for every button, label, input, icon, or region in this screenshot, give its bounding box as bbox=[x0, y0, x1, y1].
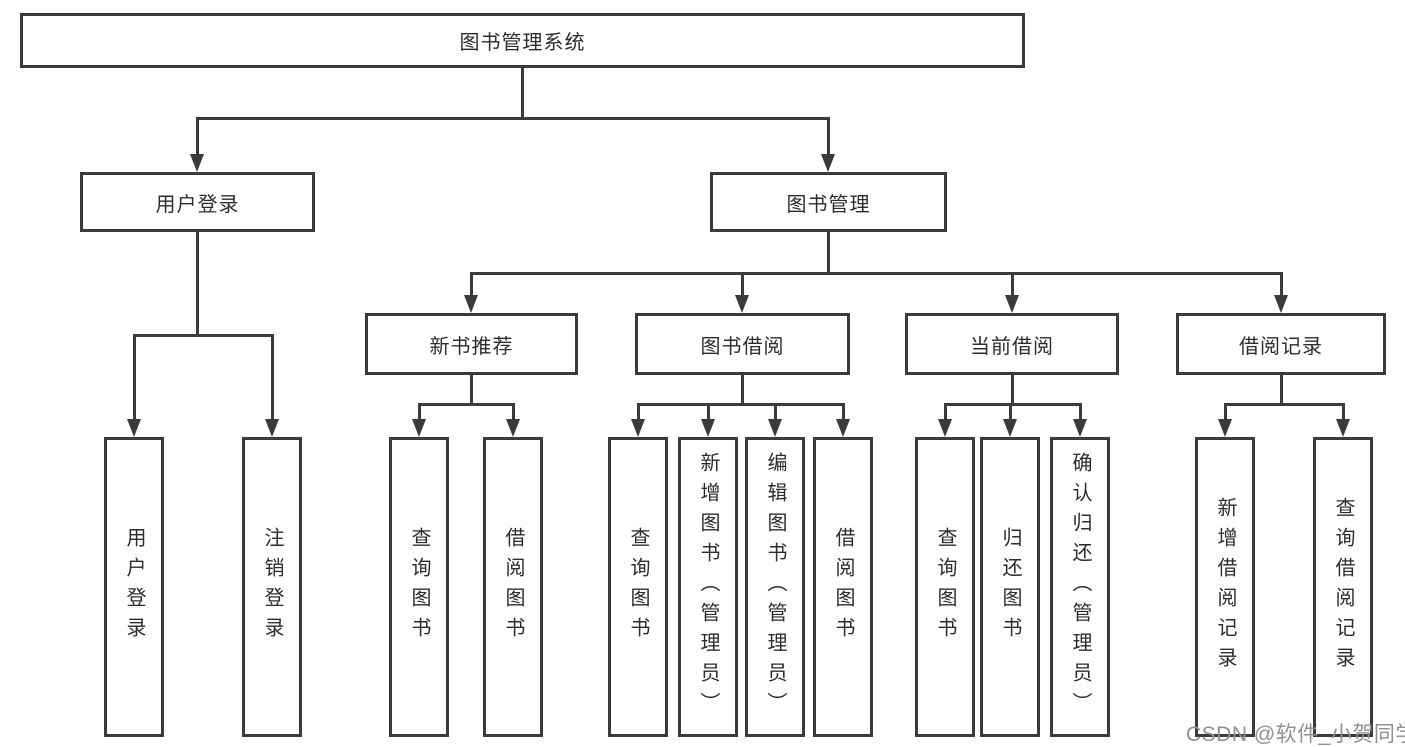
leaf-query-borrow-record: 查询借阅记录 bbox=[1313, 437, 1373, 737]
connector-leaf bbox=[1079, 403, 1082, 419]
arrowhead-down bbox=[127, 419, 141, 437]
connector-leaf bbox=[1224, 403, 1227, 419]
connector-borrowing-stub bbox=[741, 375, 744, 406]
arrowhead-down bbox=[701, 419, 715, 437]
node-book-borrowing: 图书借阅 bbox=[635, 313, 850, 375]
leaf-confirm-return-admin: 确认归还（管理员） bbox=[1050, 437, 1110, 737]
node-user-login: 用户登录 bbox=[80, 172, 315, 232]
connector-leaf bbox=[637, 403, 640, 419]
arrowhead-down bbox=[1274, 295, 1288, 313]
connector-leaf bbox=[418, 403, 421, 419]
arrowhead-down bbox=[735, 295, 749, 313]
leaf-query-books-1: 查询图书 bbox=[389, 437, 449, 737]
connector-leaf bbox=[944, 403, 947, 419]
node-label: 用户登录 bbox=[155, 193, 240, 216]
connector-book-management-stub bbox=[827, 232, 830, 273]
connector-to-book-borrowing bbox=[741, 272, 744, 295]
node-label: 图书管理 bbox=[786, 193, 871, 216]
connector-root-stub bbox=[521, 68, 524, 118]
arrowhead-down bbox=[265, 419, 279, 437]
connector-to-current-borrowing bbox=[1011, 272, 1014, 295]
node-label: 借阅图书 bbox=[832, 527, 854, 647]
arrowhead-down bbox=[938, 419, 952, 437]
node-label: 查询图书 bbox=[627, 527, 649, 647]
leaf-borrow-books-2: 借阅图书 bbox=[813, 437, 873, 737]
connector-recommendation-stub bbox=[470, 375, 473, 406]
connector-root-bar bbox=[196, 117, 830, 120]
arrowhead-down bbox=[1336, 419, 1350, 437]
leaf-query-books-3: 查询图书 bbox=[915, 437, 975, 737]
node-label: 借阅图书 bbox=[502, 527, 524, 647]
node-label: 借阅记录 bbox=[1239, 335, 1323, 358]
connector-current-bar bbox=[944, 403, 1081, 406]
arrowhead-down bbox=[1073, 419, 1087, 437]
connector-recommendation-bar bbox=[418, 403, 515, 406]
connector-root-to-book-management bbox=[827, 117, 830, 154]
node-label: 查询图书 bbox=[408, 527, 430, 647]
node-label: 新增借阅记录 bbox=[1214, 497, 1236, 677]
arrowhead-down bbox=[1005, 295, 1019, 313]
node-label: 确认归还（管理员） bbox=[1069, 452, 1091, 722]
connector-book-management-bar bbox=[470, 272, 1283, 275]
connector-user-login-stub bbox=[196, 232, 199, 336]
connector-root-to-user-login bbox=[196, 117, 199, 154]
node-label: 当前借阅 bbox=[970, 335, 1054, 358]
connector-leaf bbox=[707, 403, 710, 419]
node-library-management-system: 图书管理系统 bbox=[20, 13, 1025, 68]
leaf-edit-books-admin: 编辑图书（管理员） bbox=[745, 437, 805, 737]
arrowhead-down bbox=[836, 419, 850, 437]
connector-leaf bbox=[842, 403, 845, 419]
leaf-borrow-books-1: 借阅图书 bbox=[483, 437, 543, 737]
connector-leaf bbox=[1009, 403, 1012, 419]
arrowhead-down bbox=[412, 419, 426, 437]
arrowhead-down bbox=[190, 154, 204, 172]
connector-borrowing-bar bbox=[637, 403, 845, 406]
connector-leaf bbox=[512, 403, 515, 419]
node-borrowing-records: 借阅记录 bbox=[1176, 313, 1386, 375]
node-label: 新增图书（管理员） bbox=[697, 452, 719, 722]
node-label: 查询图书 bbox=[934, 527, 956, 647]
arrowhead-down bbox=[1218, 419, 1232, 437]
leaf-logout-login: 注销登录 bbox=[242, 437, 302, 737]
leaf-query-books-2: 查询图书 bbox=[608, 437, 668, 737]
connector-records-stub bbox=[1280, 375, 1283, 406]
connector-user-login-bar bbox=[133, 334, 274, 337]
connector-leaf bbox=[1342, 403, 1345, 419]
node-current-borrowing: 当前借阅 bbox=[905, 313, 1119, 375]
connector-to-leaf-logout bbox=[271, 334, 274, 419]
arrowhead-down bbox=[506, 419, 520, 437]
leaf-add-borrow-record: 新增借阅记录 bbox=[1195, 437, 1255, 737]
arrowhead-down bbox=[821, 154, 835, 172]
node-label: 查询借阅记录 bbox=[1332, 497, 1354, 677]
connector-to-borrowing-records bbox=[1280, 272, 1283, 295]
leaf-add-books-admin: 新增图书（管理员） bbox=[678, 437, 738, 737]
node-new-book-recommendation: 新书推荐 bbox=[365, 313, 578, 375]
node-book-management: 图书管理 bbox=[710, 172, 947, 232]
connector-records-bar bbox=[1224, 403, 1344, 406]
connector-current-stub bbox=[1011, 375, 1014, 406]
node-label: 用户登录 bbox=[123, 527, 145, 647]
node-label: 归还图书 bbox=[999, 527, 1021, 647]
node-label: 注销登录 bbox=[261, 527, 283, 647]
leaf-user-login: 用户登录 bbox=[104, 437, 164, 737]
connector-to-new-book-recommendation bbox=[470, 272, 473, 295]
arrowhead-down bbox=[631, 419, 645, 437]
arrowhead-down bbox=[464, 295, 478, 313]
csdn-watermark: CSDN @软件_小贺同学 bbox=[1186, 723, 1405, 746]
connector-to-leaf-user-login bbox=[133, 334, 136, 419]
arrowhead-down bbox=[1003, 419, 1017, 437]
arrowhead-down bbox=[768, 419, 782, 437]
connector-leaf bbox=[774, 403, 777, 419]
node-label: 图书借阅 bbox=[700, 335, 785, 358]
node-label: 新书推荐 bbox=[429, 335, 514, 358]
node-label: 编辑图书（管理员） bbox=[764, 452, 786, 722]
node-label: 图书管理系统 bbox=[459, 32, 586, 54]
leaf-return-books: 归还图书 bbox=[980, 437, 1040, 737]
